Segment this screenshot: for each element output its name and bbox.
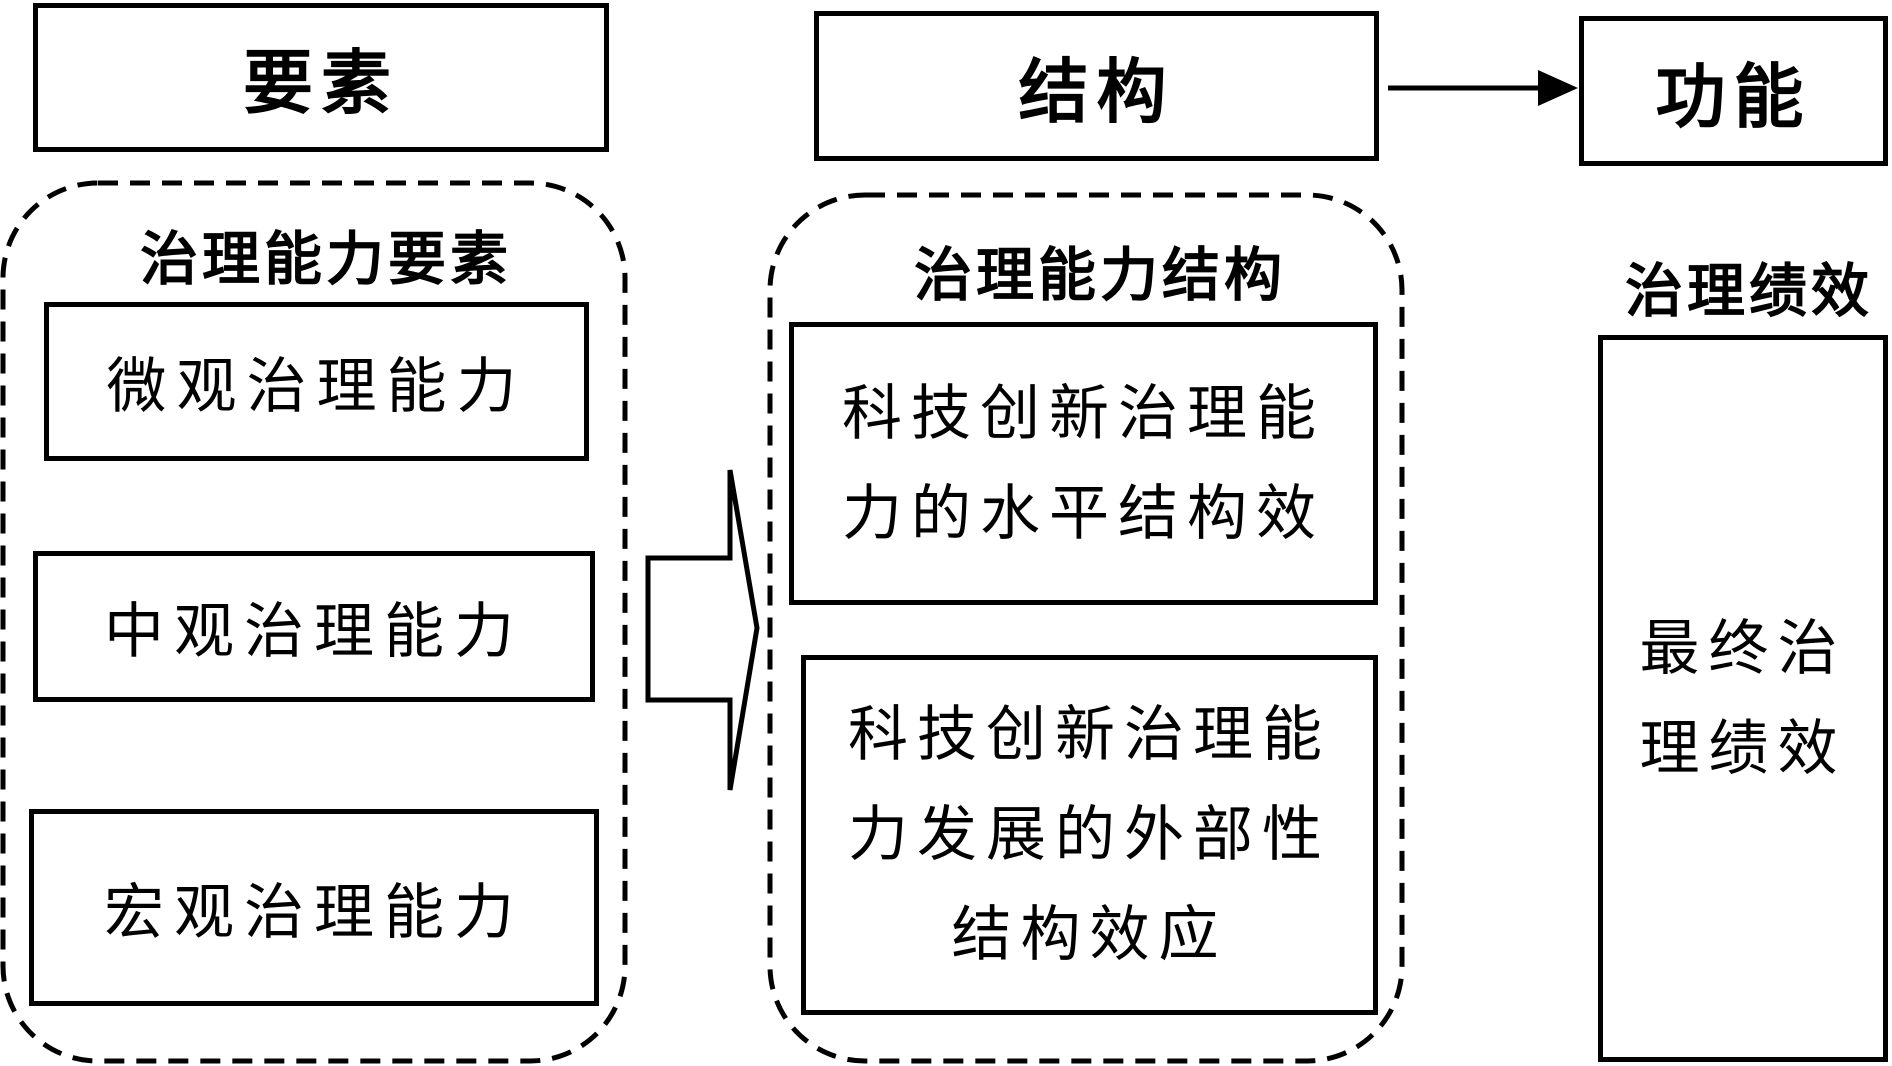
element-item-macro: 宏观治理能力: [29, 809, 599, 1006]
function-item-line: 最终治: [1639, 613, 1847, 684]
elements-group-title: 治理能力要素: [140, 225, 513, 293]
header-function: 功能: [1579, 16, 1888, 166]
header-elements: 要素: [33, 3, 609, 152]
structure-item-line: 科技创新治理能: [848, 700, 1331, 770]
structure-item-horizontal: 科技创新治理能 力的水平结构效: [789, 322, 1378, 605]
header-elements-label: 要素: [243, 42, 399, 124]
function-group-title: 治理绩效: [1625, 257, 1874, 325]
block-arrow-right: [645, 469, 760, 791]
header-function-label: 功能: [1655, 55, 1812, 138]
element-item-meso: 中观治理能力: [33, 551, 595, 702]
structure-to-function-arrow-head: [1538, 70, 1578, 106]
element-item-label: 宏观治理能力: [104, 878, 524, 948]
element-item-label: 微观治理能力: [106, 352, 527, 422]
structure-item-line: 力的水平结构效: [842, 478, 1325, 549]
function-item-final-performance: 最终治 理绩效: [1598, 335, 1888, 1062]
header-structure-label: 结构: [1018, 50, 1175, 133]
element-item-micro: 微观治理能力: [44, 302, 589, 461]
structure-group-title: 治理能力结构: [914, 241, 1287, 309]
structure-item-line: 力发展的外部性: [848, 800, 1331, 870]
structure-item-line: 科技创新治理能: [842, 378, 1325, 449]
element-item-label: 中观治理能力: [104, 597, 524, 667]
function-item-line: 理绩效: [1639, 713, 1847, 784]
structure-item-external: 科技创新治理能 力发展的外部性 结构效应: [801, 655, 1378, 1015]
header-structure: 结构: [814, 11, 1379, 161]
structure-item-line: 结构效应: [951, 900, 1228, 970]
